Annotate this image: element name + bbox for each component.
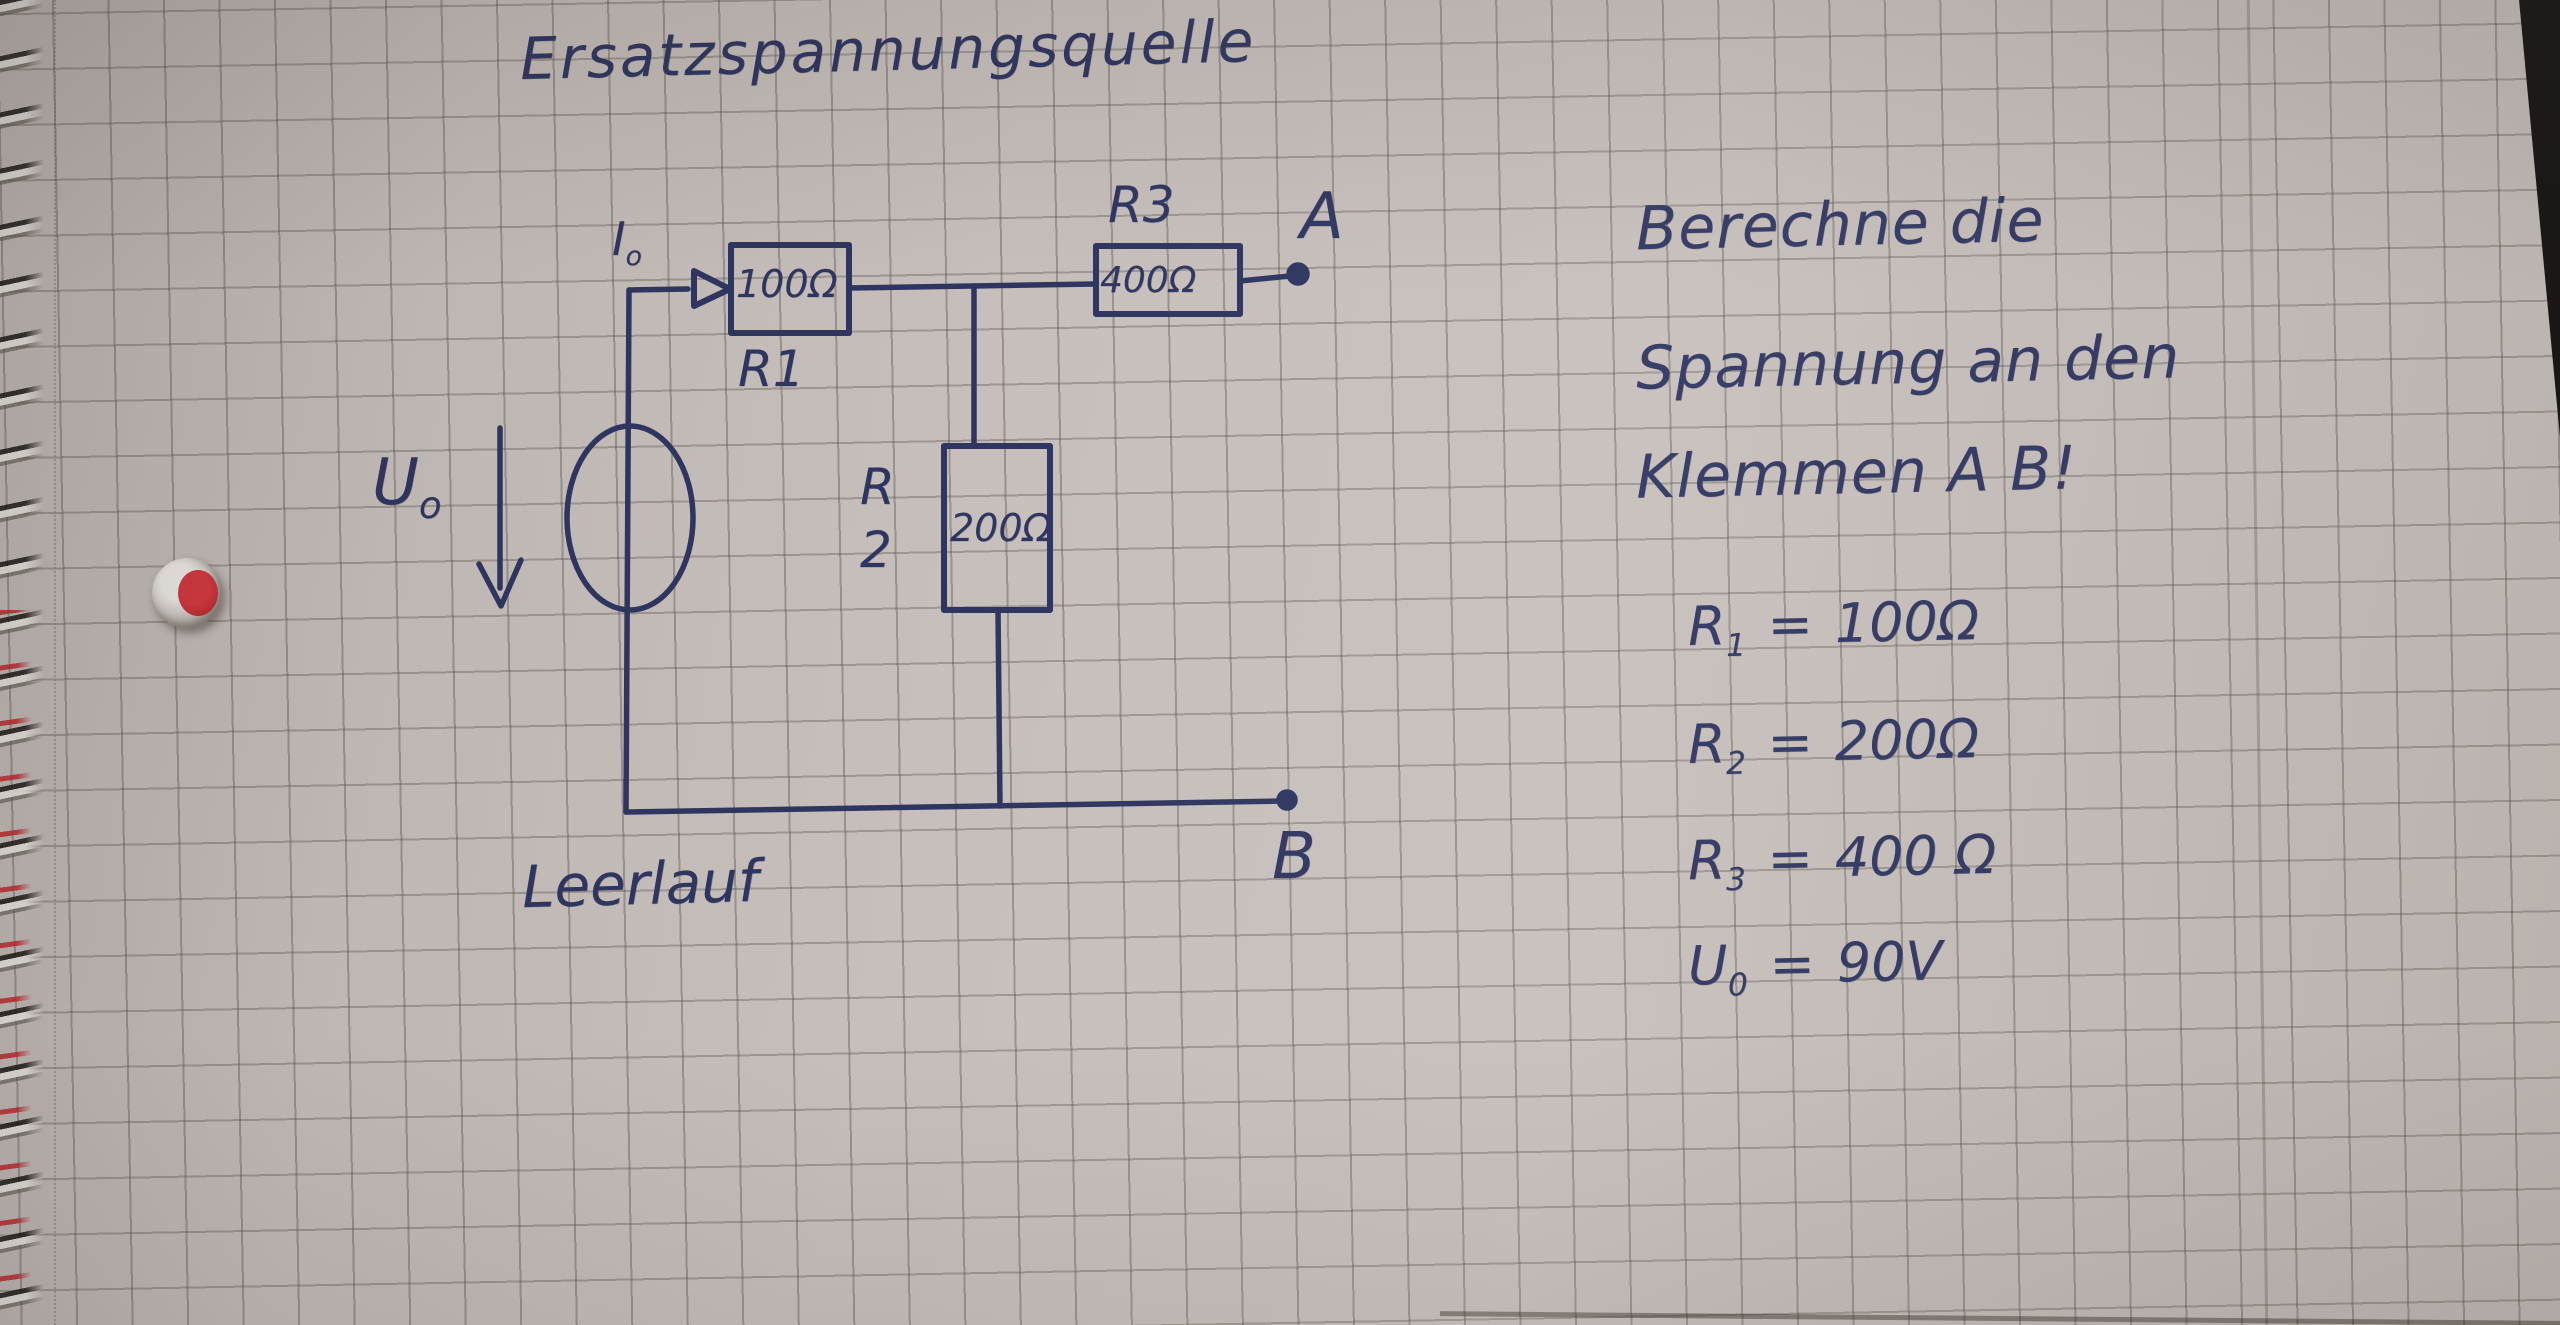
- margin-dotted-line: [54, 0, 56, 1325]
- given-u0-equals: =: [1768, 932, 1816, 996]
- task-line-3: Klemmen A B!: [1635, 433, 2078, 513]
- mode-label-leerlauf: Leerlauf: [521, 846, 760, 922]
- given-u0-sub: 0: [1727, 967, 1749, 1004]
- given-r3-value: 400 Ω: [1834, 822, 1997, 890]
- resistor-r1-value: 100Ω: [736, 262, 838, 306]
- given-u0-symbol: U: [1687, 933, 1729, 998]
- resistor-r3-value: 400Ω: [1100, 260, 1197, 301]
- resistor-r2-name: R 2: [860, 458, 895, 579]
- given-r1-sub: 1: [1725, 627, 1747, 665]
- task-line-2: Spannung an den: [1635, 322, 2181, 404]
- current-label: Io: [612, 212, 642, 270]
- terminal-a-dot: [1286, 262, 1310, 286]
- wire-bottom-rail: [623, 798, 1287, 815]
- given-r3: R3 = 400 Ω: [1687, 822, 1997, 898]
- resistor-r2-value: 200Ω: [950, 506, 1052, 550]
- red-pin-magnet: [152, 558, 222, 628]
- current-arrow-icon: [691, 268, 733, 309]
- wire-to-terminal-a: [1237, 273, 1293, 284]
- voltage-source-symbol: [564, 423, 696, 613]
- given-r2-symbol: R: [1687, 712, 1727, 777]
- given-r2-equals: =: [1766, 710, 1814, 775]
- given-r3-symbol: R: [1687, 828, 1727, 893]
- wire-left-branch: [623, 287, 632, 815]
- given-r2-value: 200Ω: [1834, 706, 1980, 773]
- given-r3-equals: =: [1766, 826, 1814, 891]
- terminal-b-dot: [1276, 789, 1298, 811]
- resistor-r1-name: R1: [738, 340, 805, 398]
- task-line-1: Berechne die: [1635, 185, 2046, 265]
- current-label-sub: o: [625, 241, 642, 273]
- given-r1: R1 = 100Ω: [1687, 588, 1980, 664]
- source-voltage-label: Uo: [372, 446, 442, 524]
- given-r1-value: 100Ω: [1834, 588, 1980, 655]
- source-voltage-base: U: [372, 446, 419, 520]
- given-r1-symbol: R: [1687, 594, 1727, 659]
- given-r3-sub: 3: [1725, 861, 1747, 899]
- u0-arrow-head: [476, 557, 524, 609]
- torn-edge-red-stitches: [0, 609, 34, 1325]
- terminal-b-label: B: [1272, 820, 1316, 894]
- red-pin-center: [178, 570, 218, 616]
- wire-r2-bottom: [995, 607, 1003, 809]
- given-r2: R2 = 200Ω: [1687, 706, 1980, 782]
- given-r2-sub: 2: [1725, 745, 1747, 783]
- given-r1-equals: =: [1766, 592, 1814, 657]
- terminal-a-label: A: [1300, 180, 1344, 254]
- given-u0: U0 = 90V: [1687, 929, 1944, 1003]
- wire-top-left: [626, 286, 691, 293]
- source-voltage-sub: o: [418, 483, 442, 527]
- current-label-base: I: [612, 212, 626, 266]
- given-u0-value: 90V: [1836, 929, 1944, 995]
- resistor-r3-name: R3: [1108, 176, 1175, 234]
